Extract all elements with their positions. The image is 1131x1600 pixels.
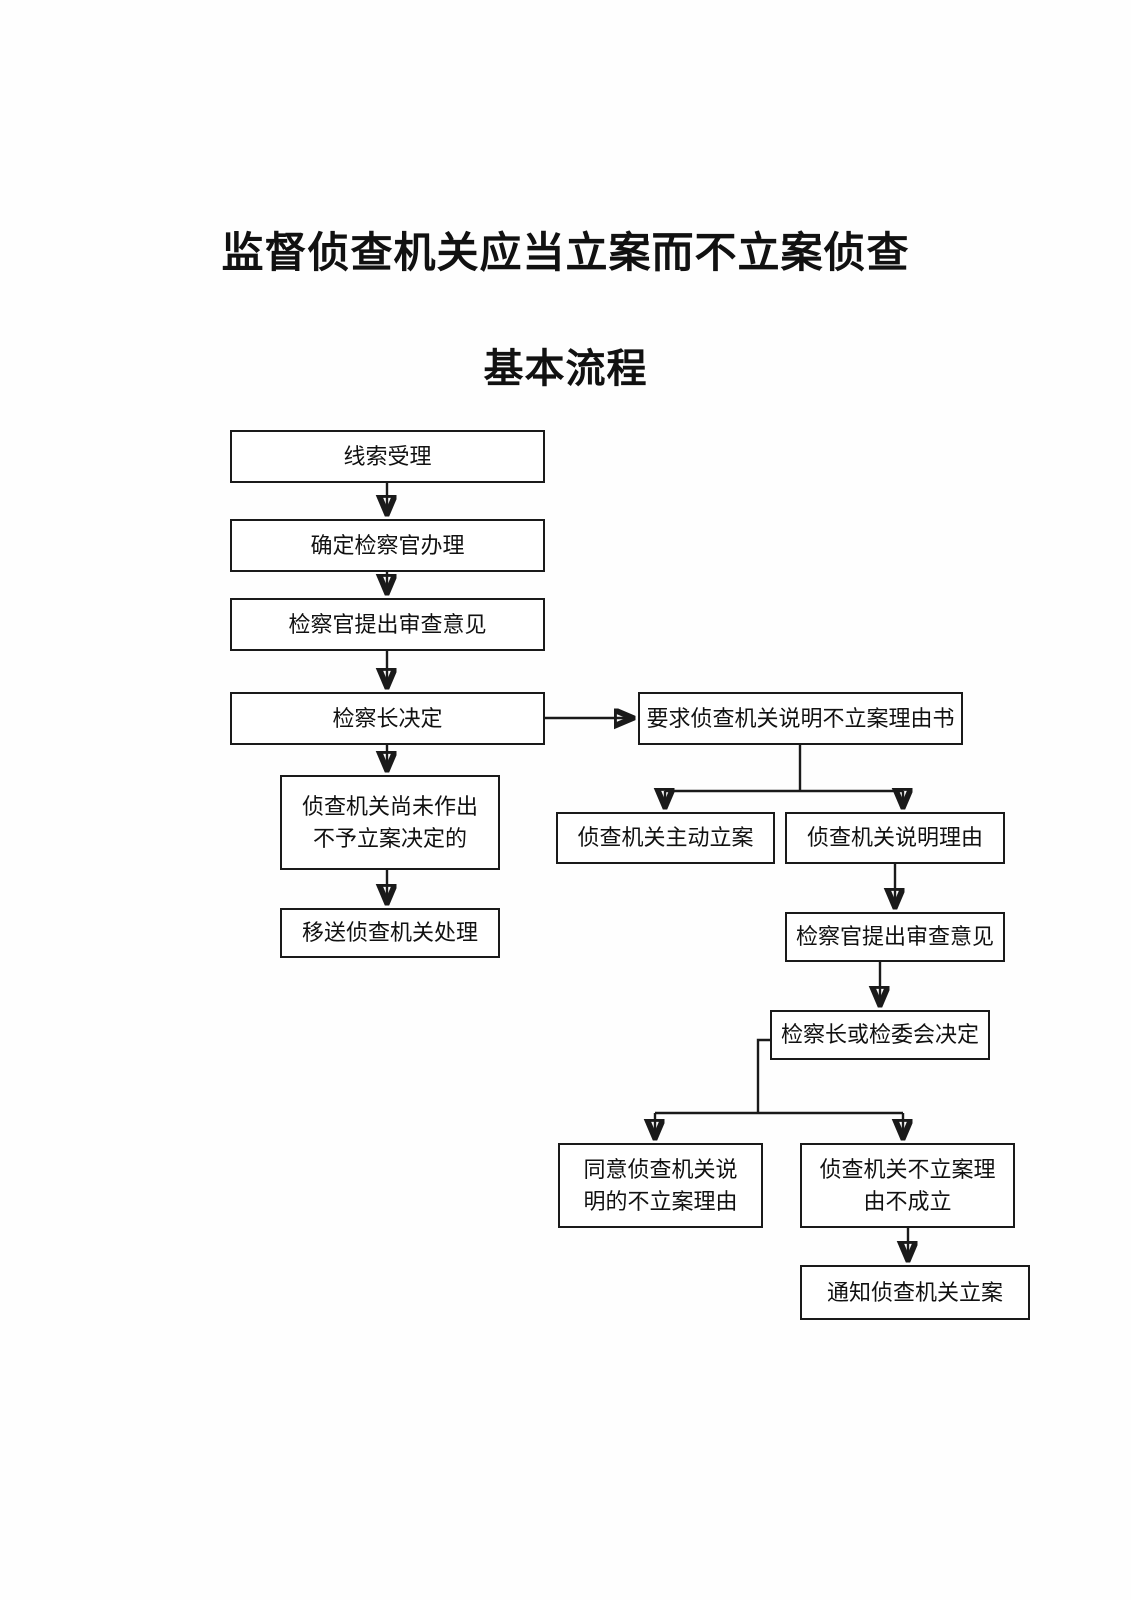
flow-node-request-written-reasons[interactable]: 要求侦查机关说明不立案理由书 [638,692,963,745]
page-title-line-1: 监督侦查机关应当立案而不立案侦查 [221,231,910,277]
flow-node-agency-files-case[interactable]: 侦查机关主动立案 [556,812,775,864]
edge-n11-stem [756,1038,770,1113]
flow-node-prosecutor-review-opinion[interactable]: 检察官提出审查意见 [230,598,545,651]
flow-node-transfer-to-agency[interactable]: 移送侦查机关处理 [280,908,500,958]
flow-node-clue-intake[interactable]: 线索受理 [230,430,545,483]
flow-node-assign-prosecutor[interactable]: 确定检察官办理 [230,519,545,572]
flow-node-chief-or-committee-decision[interactable]: 检察长或检委会决定 [770,1010,990,1060]
page-title-line-2: 基本流程 [483,346,648,391]
flow-node-chief-prosecutor-decision[interactable]: 检察长决定 [230,692,545,745]
flow-node-agree-with-reasons[interactable]: 同意侦查机关说 明的不立案理由 [558,1143,763,1228]
flow-node-agency-explains-reasons[interactable]: 侦查机关说明理由 [785,812,1005,864]
flow-node-notify-agency-to-file[interactable]: 通知侦查机关立案 [800,1265,1030,1320]
flow-node-prosecutor-review-opinion-2[interactable]: 检察官提出审查意见 [785,912,1005,962]
flow-node-no-decision-yet[interactable]: 侦查机关尚未作出 不予立案决定的 [280,775,500,870]
flow-node-reasons-not-valid[interactable]: 侦查机关不立案理 由不成立 [800,1143,1015,1228]
